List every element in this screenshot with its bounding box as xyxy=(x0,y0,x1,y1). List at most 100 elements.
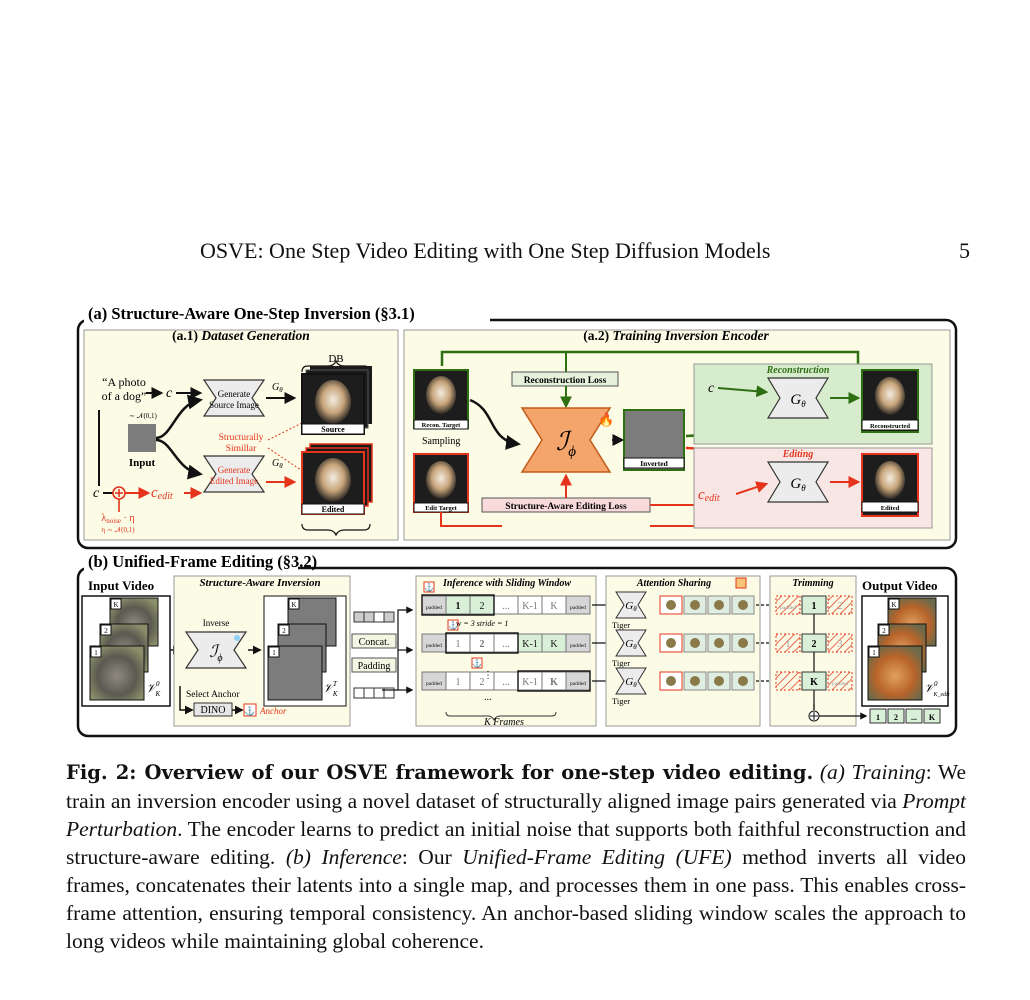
svg-text:2: 2 xyxy=(282,627,286,635)
output-seq-label: ... xyxy=(911,713,917,722)
svg-text:Attention Sharing: Attention Sharing xyxy=(636,578,711,589)
window-highlight xyxy=(517,670,591,692)
window-cell-label: ... xyxy=(502,601,510,612)
window-cell-label: padded xyxy=(570,605,586,611)
window-stride: w = 3 stride = 1 xyxy=(456,619,508,628)
svg-text:K: K xyxy=(291,601,296,609)
panel-b-title: (b) Unified-Frame Editing (§3.2) xyxy=(88,552,317,571)
tiger-thumb xyxy=(738,600,748,610)
generator-source xyxy=(202,379,266,417)
svg-text:Structure-Aware Inversion: Structure-Aware Inversion xyxy=(199,577,320,589)
window-cell-label: 2 xyxy=(480,677,485,688)
trimmed-cell xyxy=(775,671,801,691)
window-cell-label: padded xyxy=(426,605,442,611)
c-symbol: c xyxy=(166,386,173,401)
generator-label: Gθ xyxy=(625,676,637,689)
svg-text:ℐϕ: ℐϕ xyxy=(209,642,222,664)
svg-text:Padding: Padding xyxy=(358,661,391,672)
output-seq-cell xyxy=(887,708,905,724)
trimmed-cell xyxy=(827,671,853,691)
svg-text:K: K xyxy=(891,601,896,609)
svg-text:2: 2 xyxy=(882,627,886,635)
latent-strip-bottom xyxy=(353,687,395,699)
flame-icon: 🔥 xyxy=(598,412,614,427)
generator-edited xyxy=(202,455,266,493)
window-cell-label: K-1 xyxy=(522,677,538,688)
eta-dist: η ∼ 𝒩(0,1) xyxy=(101,526,135,534)
tiger-prompt: Tiger xyxy=(612,696,630,706)
svg-text:ℐϕ: ℐϕ xyxy=(556,427,576,460)
generator-shape xyxy=(615,591,647,619)
trimmed-cell xyxy=(827,595,853,615)
figure-caption: Fig. 2: Overview of our OSVE framework f… xyxy=(66,760,967,953)
tiger-prompt: Tiger xyxy=(612,658,630,668)
output-seq-label: 1 xyxy=(876,713,880,722)
kept-label: 1 xyxy=(812,601,817,612)
reconstructed-image: Reconstructed xyxy=(861,369,919,433)
generator-label: Gθ xyxy=(625,600,637,613)
svg-text:Inverted: Inverted xyxy=(640,459,668,468)
anchor-icon xyxy=(447,619,459,631)
svg-text:2: 2 xyxy=(104,627,108,635)
anchor-glyph: ⚓ xyxy=(472,658,482,668)
svg-text:...: ... xyxy=(484,692,492,703)
c-edit: cedit xyxy=(151,485,173,502)
window-cell-label: K xyxy=(550,639,558,650)
grid-icon xyxy=(735,577,747,589)
window-highlight xyxy=(421,594,495,616)
generator-shape xyxy=(615,667,647,695)
trim-row: 1 2 3 xyxy=(775,633,853,672)
output-video-title: Output Video xyxy=(862,578,938,593)
input-noise xyxy=(128,424,156,452)
kept-label: 2 xyxy=(812,639,817,650)
anchor-glyph: ⚓ xyxy=(424,582,434,592)
svg-text:⋮: ⋮ xyxy=(483,670,493,681)
svg-text:DINO: DINO xyxy=(201,705,226,716)
input-label: Input xyxy=(129,457,156,469)
tiger-thumb xyxy=(714,676,724,686)
input-video-title: Input Video xyxy=(88,578,154,593)
anchor-glyph: ⚓ xyxy=(448,620,458,630)
svg-text:1: 1 xyxy=(872,649,876,657)
source-label: Source xyxy=(321,425,345,434)
window-cell-label: ... xyxy=(502,677,510,688)
svg-text:Inference with Sliding Window: Inference with Sliding Window xyxy=(442,578,571,589)
panel-a-title: (a) Structure-Aware One-Step Inversion (… xyxy=(88,304,415,323)
svg-text:1: 1 xyxy=(94,649,98,657)
trimmed-label: 3 xyxy=(838,639,843,650)
tiger-thumb xyxy=(690,638,700,648)
a2-title: (a.2) Training Inversion Encoder xyxy=(583,328,769,343)
tiger-thumb xyxy=(666,600,676,610)
window-cell-label: 2 xyxy=(480,639,485,650)
svg-text:cedit: cedit xyxy=(698,487,720,504)
lambda-noise: λnoise · η xyxy=(101,513,134,525)
svg-text:Edit Target: Edit Target xyxy=(425,505,457,512)
svg-text:Gθ: Gθ xyxy=(790,476,806,493)
svg-text:Concat.: Concat. xyxy=(359,637,390,648)
svg-text:Edited: Edited xyxy=(881,505,900,512)
tiger-thumb xyxy=(738,638,748,648)
window-cell-label: 2 xyxy=(480,601,485,612)
panel-b-frame xyxy=(76,566,958,738)
edited-output-image: Edited xyxy=(861,453,919,517)
generator-recon xyxy=(766,377,830,419)
window-cell-label: 1 xyxy=(456,677,461,688)
trimmed-label: padded xyxy=(832,681,848,687)
db-label: DB xyxy=(328,353,343,365)
caption-label: Fig. 2: Overview of our OSVE framework f… xyxy=(66,761,814,784)
trimmed-label: padded xyxy=(780,605,796,611)
anchor-icon xyxy=(471,657,483,669)
trimmed-label: 1 xyxy=(786,639,791,650)
inversion-encoder-b xyxy=(184,631,248,669)
panel-a-frame xyxy=(76,318,958,550)
inverted-frames: K 2 1 xyxy=(267,597,337,701)
svg-text:Anchor: Anchor xyxy=(259,706,287,716)
output-seq-cell xyxy=(869,708,887,724)
